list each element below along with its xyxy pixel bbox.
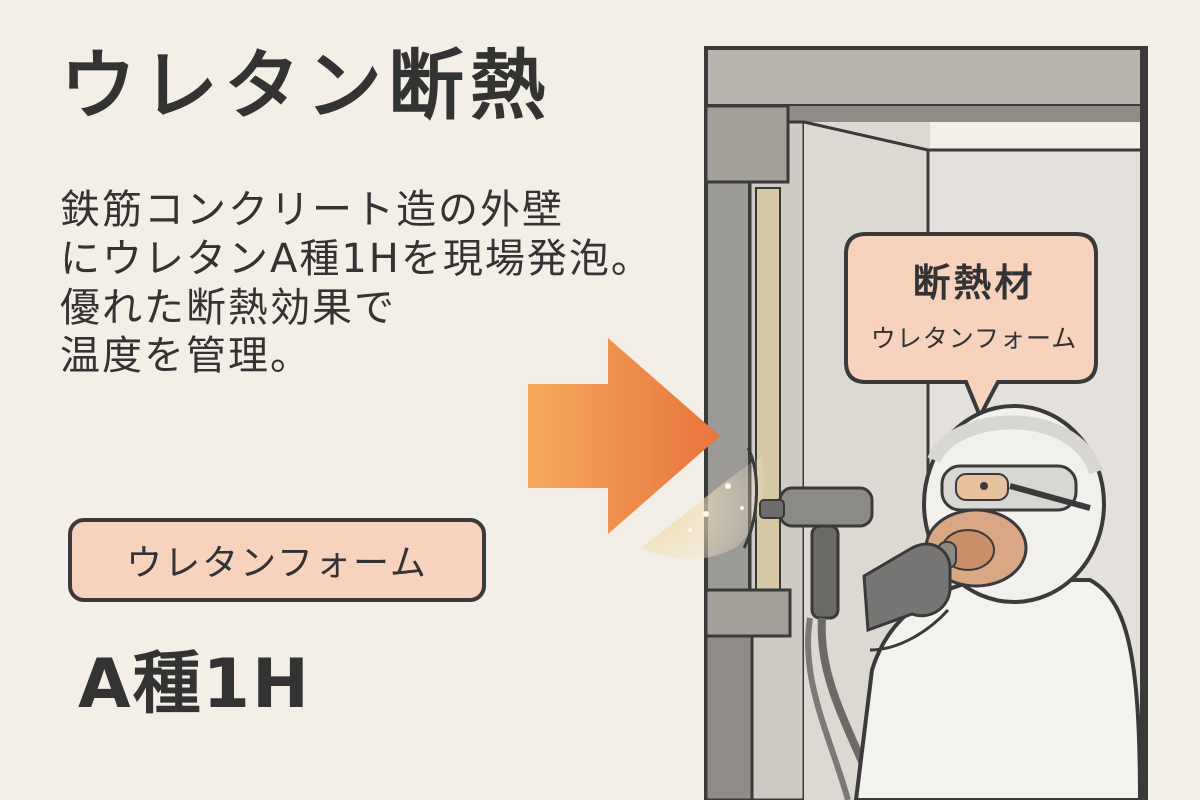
description-line-1: 鉄筋コンクリート造の外壁 bbox=[60, 187, 564, 233]
foam-spray bbox=[640, 447, 764, 560]
description-line-3: 優れた断熱効果で bbox=[60, 284, 396, 331]
material-grade: A種1H bbox=[78, 645, 311, 724]
description-line-2: にウレタンA種1Hを現場発泡。 bbox=[60, 235, 653, 282]
arrow-icon bbox=[528, 338, 720, 534]
worker-figure bbox=[853, 404, 1143, 800]
callout-bubble bbox=[844, 232, 1098, 421]
page-title: ウレタン断熱 bbox=[60, 41, 552, 130]
description-line-4: 温度を管理。 bbox=[60, 333, 312, 380]
material-label: ウレタンフォーム bbox=[68, 518, 486, 602]
description: 鉄筋コンクリート造の外壁 にウレタンA種1Hを現場発泡。 優れた断熱効果で 温度… bbox=[60, 186, 780, 381]
